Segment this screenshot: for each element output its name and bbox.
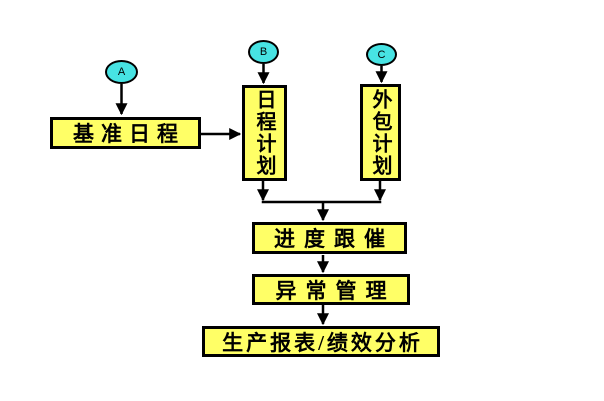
report-analysis-label: 生产报表/绩效分析: [222, 330, 423, 355]
outsource-plan-label: 外包计划: [369, 88, 391, 177]
node-report-analysis: 生产报表/绩效分析: [202, 326, 440, 357]
exception-management-label: 异常管理: [275, 278, 396, 303]
connector-node-c: C: [366, 43, 397, 66]
connector-c-label: C: [377, 48, 386, 61]
node-schedule-plan: 日程计划: [242, 85, 287, 181]
node-exception-management: 异常管理: [252, 274, 410, 305]
node-outsource-plan: 外包计划: [360, 84, 401, 181]
connector-node-b: B: [248, 40, 279, 64]
progress-tracking-label: 进度跟催: [274, 227, 394, 251]
baseline-schedule-label: 基准日程: [73, 122, 185, 146]
connector-b-label: B: [259, 46, 268, 58]
node-baseline-schedule: 基准日程: [50, 117, 201, 149]
connector-a-label: A: [117, 66, 126, 78]
connector-node-a: A: [105, 60, 138, 84]
node-progress-tracking: 进度跟催: [252, 222, 407, 254]
schedule-plan-label: 日程计划: [253, 89, 275, 177]
